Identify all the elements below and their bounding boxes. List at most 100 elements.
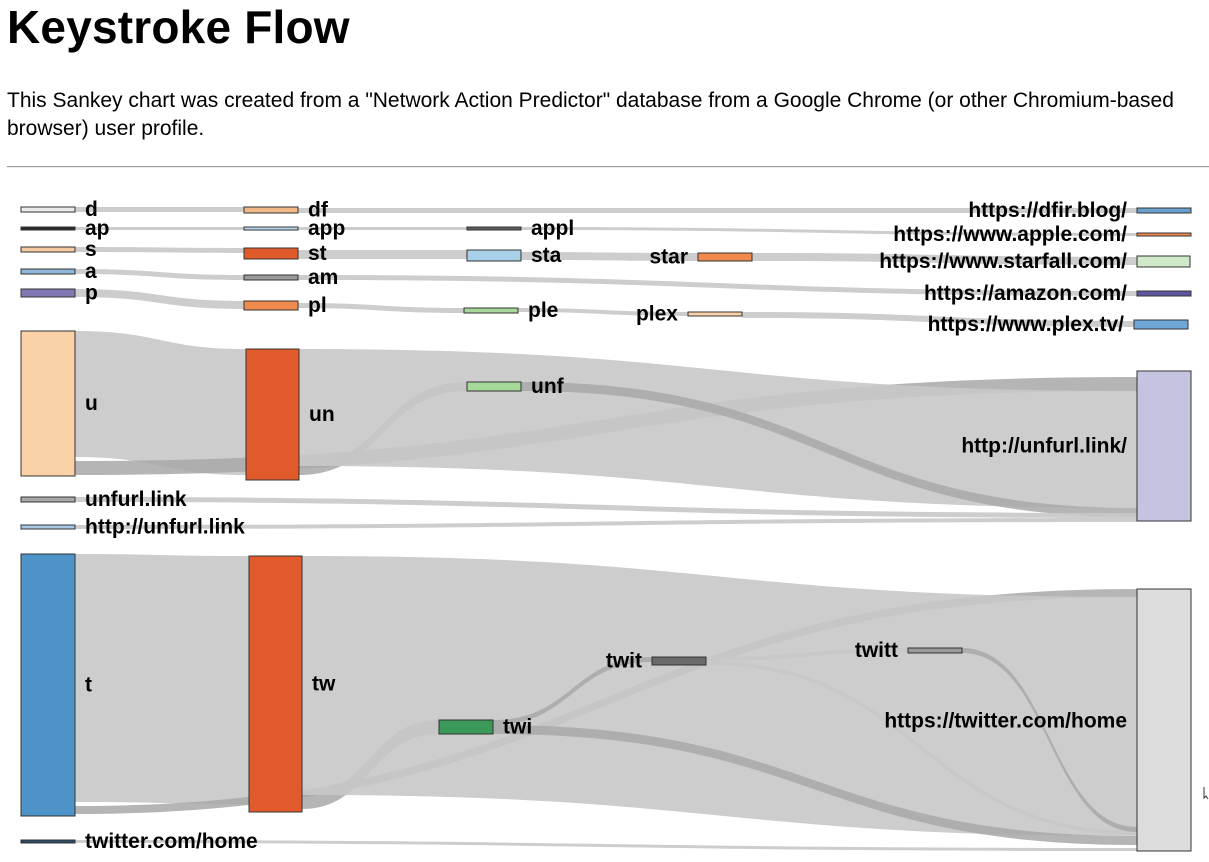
sankey-link[interactable] [298,250,467,259]
sankey-node-label: https://www.plex.tv/ [928,313,1125,336]
sankey-node[interactable] [1136,290,1192,297]
sankey-node[interactable] [1133,319,1189,330]
sankey-node-label: sta [531,244,562,267]
sankey-link[interactable] [298,227,467,230]
sankey-link[interactable] [493,725,1137,845]
sankey-link[interactable] [75,227,244,230]
sankey-node-label: http://unfurl.link [85,516,245,539]
sankey-node-label: ple [528,299,558,322]
sankey-link[interactable] [521,227,1137,236]
horizontal-rule [7,166,1209,168]
sankey-node[interactable] [20,330,76,477]
sankey-node[interactable] [20,496,76,503]
sankey-node[interactable] [651,656,707,666]
sankey-link[interactable] [742,312,1134,327]
sankey-link[interactable] [493,657,652,725]
sankey-node[interactable] [248,555,303,813]
sankey-node[interactable] [20,246,76,253]
sankey-node[interactable] [466,249,522,262]
sankey-link[interactable] [299,349,1137,508]
sankey-node[interactable] [907,647,963,654]
sankey-node-label: https://amazon.com/ [924,282,1127,305]
sankey-node[interactable] [20,839,76,844]
sankey-node[interactable] [466,381,522,392]
sankey-link[interactable] [521,382,1137,517]
sankey-link[interactable] [298,303,464,313]
sankey-node[interactable] [243,247,299,260]
sankey-node-label: t [85,674,92,697]
sankey-node-label: a [85,260,97,283]
sankey-node-label: app [308,217,345,240]
sankey-link[interactable] [75,207,244,212]
sankey-link[interactable] [706,661,1137,835]
sankey-link[interactable] [302,556,1137,836]
sankey-node[interactable] [20,268,76,275]
sankey-node-label: twitt [855,639,898,662]
sankey-node[interactable] [1136,588,1192,852]
sankey-node-label: s [85,238,97,261]
sankey-node[interactable] [20,226,76,231]
sankey-link[interactable] [75,289,244,309]
sankey-node[interactable] [243,300,299,311]
sankey-node[interactable] [1136,255,1191,268]
sankey-node-label: twitter.com/home [85,830,258,853]
sankey-node-label: https://dfir.blog/ [968,199,1127,222]
sankey-node[interactable] [20,288,76,298]
sankey-labels: dapsapuunfurl.linkhttp://unfurl.linkttwi… [85,198,1127,853]
sankey-node-label: star [649,246,688,269]
sankey-nodes [20,206,1192,852]
mouse-cursor-icon [1203,787,1209,800]
sankey-link[interactable] [298,275,1137,296]
sankey-node-label: unfurl.link [85,488,187,511]
sankey-node[interactable] [463,307,519,314]
sankey-node[interactable] [20,553,76,817]
sankey-link[interactable] [75,331,246,475]
sankey-node[interactable] [1136,207,1192,214]
sankey-link[interactable] [706,648,908,661]
sankey-link[interactable] [75,497,1137,518]
sankey-node-label: un [309,403,335,426]
sankey-node-label: twit [606,650,642,673]
sankey-node-label: df [308,199,329,222]
sankey-node-label: http://unfurl.link/ [961,435,1127,458]
sankey-node-label: tw [312,673,336,696]
sankey-link[interactable] [962,648,1137,832]
sankey-link[interactable] [75,269,244,280]
sankey-node-label: am [308,266,338,289]
sankey-node-label: pl [308,294,327,317]
sankey-node-label: ap [85,217,110,240]
sankey-link[interactable] [75,840,1137,851]
sankey-node-label: p [85,282,98,305]
page-description: This Sankey chart was created from a "Ne… [7,89,1174,140]
page-title: Keystroke Flow [7,1,350,53]
sankey-node[interactable] [466,226,522,231]
sankey-link[interactable] [752,253,1137,265]
sankey-node[interactable] [1136,370,1192,522]
sankey-link[interactable] [75,518,1137,529]
sankey-node-label: https://twitter.com/home [884,710,1127,733]
sankey-node[interactable] [243,206,299,214]
sankey-link[interactable] [75,554,249,804]
sankey-node-label: unf [531,375,565,398]
sankey-node-label: appl [531,217,574,240]
sankey-node[interactable] [20,206,76,213]
sankey-node-label: plex [636,303,678,326]
sankey-node[interactable] [243,274,299,281]
sankey-node[interactable] [245,348,300,481]
sankey-link[interactable] [298,208,1137,213]
sankey-node[interactable] [687,311,743,317]
sankey-node-label: https://www.apple.com/ [893,223,1127,246]
sankey-node-label: https://www.starfall.com/ [879,250,1127,273]
sankey-node-label: d [85,198,98,221]
sankey-link[interactable] [75,247,244,253]
sankey-link[interactable] [521,252,698,261]
sankey-node[interactable] [20,524,76,530]
sankey-node[interactable] [243,226,299,231]
sankey-node[interactable] [1136,232,1192,237]
sankey-node[interactable] [697,252,753,262]
sankey-node[interactable] [438,719,494,735]
sankey-node-label: twi [503,716,532,739]
sankey-link[interactable] [518,308,688,316]
sankey-node-label: u [85,392,98,415]
